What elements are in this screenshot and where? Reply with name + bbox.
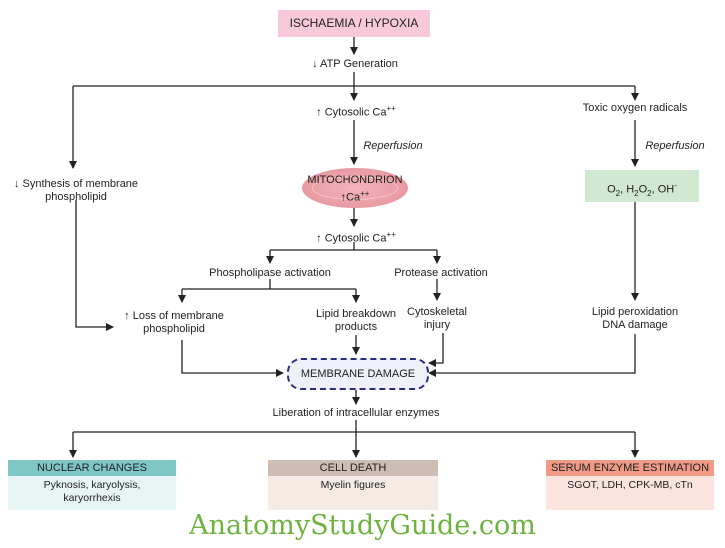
nuclear-changes-body: Pyknosis, karyolysis, karyorrhexis: [8, 476, 176, 510]
lipid-peroxidation-dna-damage: Lipid peroxidation DNA damage: [591, 306, 679, 331]
cell-death-box: CELL DEATH Myelin figures: [268, 460, 438, 510]
cell-death-body: Myelin figures: [268, 476, 438, 510]
protease-activation: Protease activation: [394, 267, 488, 279]
watermark: AnatomyStudyGuide.com: [189, 510, 536, 541]
synthesis-membrane-phospholipid: ↓ Synthesis of membrane phospholipid: [13, 178, 139, 203]
serum-enzyme-box: SERUM ENZYME ESTIMATION SGOT, LDH, CPK-M…: [546, 460, 714, 510]
toxic-oxygen-radicals: Toxic oxygen radicals: [582, 102, 688, 114]
ischaemia-box: ISCHAEMIA / HYPOXIA: [278, 10, 430, 37]
cytoskeletal-injury: Cytoskeletal injury: [407, 306, 467, 331]
liberation-enzymes: Liberation of intracellular enzymes: [272, 407, 440, 419]
arrow-cytoskeletal-to-membrane: [428, 333, 444, 367]
nuclear-changes-box: NUCLEAR CHANGES Pyknosis, karyolysis, ka…: [8, 460, 176, 510]
reperfusion-right: Reperfusion: [645, 140, 705, 152]
phospholipase-activation: Phospholipase activation: [209, 267, 331, 279]
arrow-loss-to-membrane: [181, 340, 284, 377]
cytosolic-ca-top: ↑ Cytosolic Ca++: [316, 104, 396, 119]
serum-enzyme-title: SERUM ENZYME ESTIMATION: [546, 460, 714, 476]
atp-generation: ↓ ATP Generation: [312, 58, 398, 70]
ischaemia-label: ISCHAEMIA / HYPOXIA: [289, 16, 419, 30]
arrow-perox-to-membrane: [428, 334, 636, 377]
nuclear-changes-title: NUCLEAR CHANGES: [8, 460, 176, 476]
cytosolic-ca-bottom: ↑ Cytosolic Ca++: [316, 230, 396, 245]
membrane-damage-label: MEMBRANE DAMAGE: [300, 368, 416, 380]
serum-enzyme-body: SGOT, LDH, CPK-MB, cTn: [546, 476, 714, 510]
reperfusion-mid: Reperfusion: [363, 140, 423, 152]
mitochondrion-icon: [302, 168, 408, 208]
loss-membrane-phospholipid: ↑ Loss of membrane phospholipid: [124, 310, 224, 335]
oxygen-species-box: O2, H2O2, OH-: [585, 170, 699, 202]
arrow-synthesis-to-loss: [75, 200, 114, 331]
lipid-breakdown-products: Lipid breakdown products: [315, 308, 397, 333]
cell-death-title: CELL DEATH: [268, 460, 438, 476]
mitochondrion-label: MITOCHONDRION ↑Ca++: [307, 174, 403, 204]
membrane-damage-box: MEMBRANE DAMAGE: [287, 358, 429, 390]
